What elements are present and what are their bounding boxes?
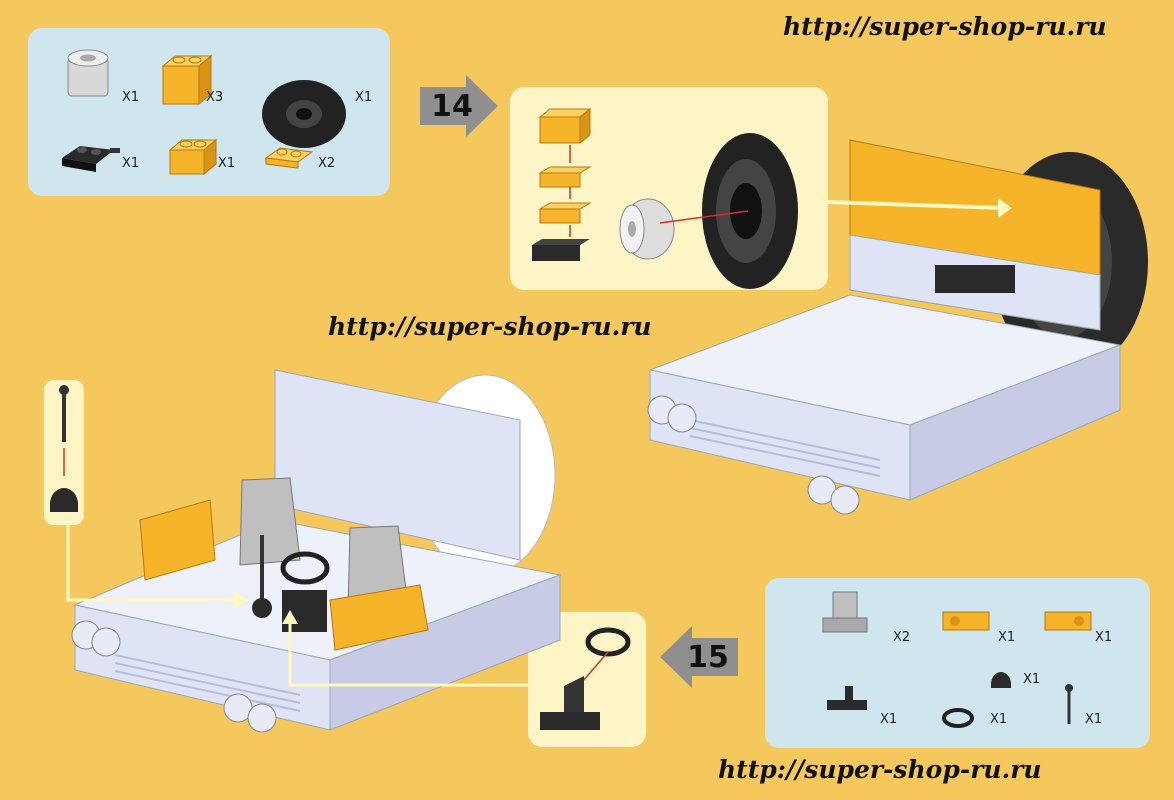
hub-part (619, 198, 675, 260)
right-arrow-icon (420, 75, 498, 137)
part-qty: X1 (998, 630, 1016, 645)
part-qty: X1 (122, 156, 140, 171)
step-number: 15 (687, 640, 729, 675)
part-qty: X1 (1023, 672, 1041, 687)
step14-parts-panel: X1 X3 X1 X1 X1 X2 (28, 28, 390, 196)
part-qty: X1 (1085, 712, 1103, 727)
step14-arrow: 14 (420, 75, 498, 137)
yellow-plate-icon (264, 147, 314, 169)
part-qty: X1 (880, 712, 898, 727)
step15-arrow: 15 (660, 626, 738, 688)
watermark-middle: http://super-shop-ru.ru (328, 312, 652, 341)
wheel-hub-icon (67, 49, 109, 97)
part-qty: X1 (355, 90, 373, 105)
lever-drawing (50, 385, 78, 512)
step15-subassembly-panel (528, 612, 646, 747)
watermark-top: http://super-shop-ru.ru (783, 12, 1107, 41)
part-qty: X1 (122, 90, 140, 105)
car-step15 (66, 369, 562, 733)
yellow-brick-small-icon (168, 138, 218, 176)
step15-subassembly-drawing (540, 627, 631, 730)
step14-parts-drawing (62, 49, 346, 176)
step15-parts-panel: X2 X1 X1 X1 X1 X1 X1 (765, 578, 1150, 748)
part-qty: X1 (218, 156, 236, 171)
left-arrow-icon (660, 626, 738, 688)
seat-icon (822, 591, 868, 633)
steering-base-icon (827, 686, 867, 710)
tire-part (702, 133, 798, 289)
black-plate-icon (62, 146, 120, 172)
steering-wheel-icon (942, 708, 974, 728)
lever-icon (1065, 684, 1073, 724)
step14-subassembly-panel (510, 87, 828, 290)
step15-parts-drawing (822, 591, 1092, 728)
part-qty: X1 (990, 712, 1008, 727)
part-qty: X2 (318, 156, 336, 171)
step14-subassembly-drawing (532, 107, 798, 289)
yellow-clip-left-icon (942, 611, 990, 631)
yellow-brick-icon (161, 54, 213, 106)
tire-icon (262, 80, 346, 148)
yellow-brick-stack (532, 107, 592, 261)
part-qty: X2 (893, 630, 911, 645)
watermark-bottom: http://super-shop-ru.ru (718, 755, 1042, 784)
lever-subassembly-panel (44, 380, 84, 525)
part-qty: X1 (1095, 630, 1113, 645)
black-knob-icon (991, 672, 1011, 688)
yellow-clip-right-icon (1044, 611, 1092, 631)
part-qty: X3 (206, 90, 224, 105)
step-number: 14 (431, 89, 473, 124)
